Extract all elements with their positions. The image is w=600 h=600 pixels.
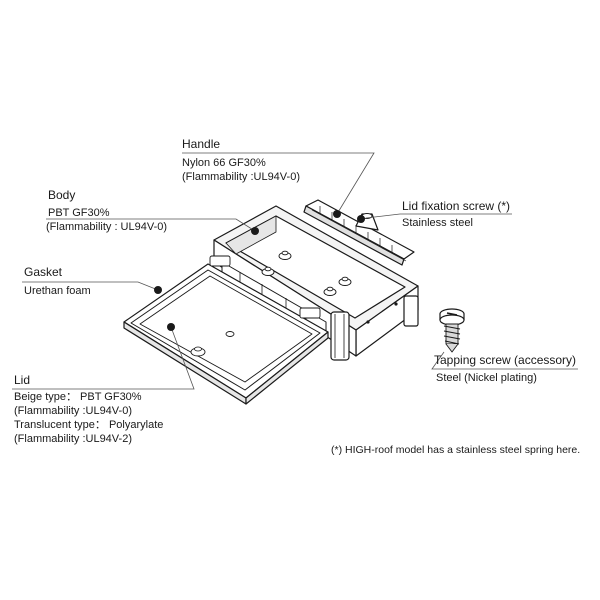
body-callout	[46, 218, 256, 232]
body-box	[213, 205, 419, 361]
lid-callout	[12, 326, 195, 390]
tapping-screw-callout	[431, 351, 578, 370]
handle-title: Handle	[182, 137, 221, 151]
tapping-screw-title: Tapping screw (accessory)	[434, 353, 577, 367]
body-material: PBT GF30%	[48, 207, 110, 219]
footnote: (*) HIGH-roof model has a stainless stee…	[331, 444, 581, 456]
lid-beige-material: Beige type： PBT GF30%	[14, 391, 142, 403]
lid-title: Lid	[14, 373, 31, 387]
handle-material: Nylon 66 GF30%	[182, 157, 266, 169]
lid-beige-flammability: (Flammability :UL94V-0)	[14, 405, 132, 417]
body-title: Body	[48, 188, 76, 202]
lid-translucent-material: Translucent type： Polyarylate	[14, 419, 164, 431]
body-flammability: (Flammability : UL94V-0)	[46, 221, 168, 233]
tapping-screw-material: Steel (Nickel plating)	[436, 372, 537, 384]
tapping-screw	[439, 308, 465, 353]
callout-dots	[154, 210, 365, 331]
lid	[123, 255, 329, 405]
lid-translucent-flammability: (Flammability :UL94V-2)	[14, 433, 132, 445]
gasket-callout	[22, 281, 159, 291]
callout-lines	[12, 152, 578, 390]
lid-screw-material: Stainless steel	[402, 217, 473, 229]
lid-screw-title: Lid fixation screw (*)	[402, 199, 511, 213]
lid-screw-callout	[365, 213, 512, 219]
handle-callout	[182, 152, 375, 215]
body-bosses	[261, 250, 352, 296]
gasket-title: Gasket	[24, 265, 63, 279]
gasket-material: Urethan foam	[24, 285, 91, 297]
handle-flammability: (Flammability :UL94V-0)	[182, 171, 300, 183]
